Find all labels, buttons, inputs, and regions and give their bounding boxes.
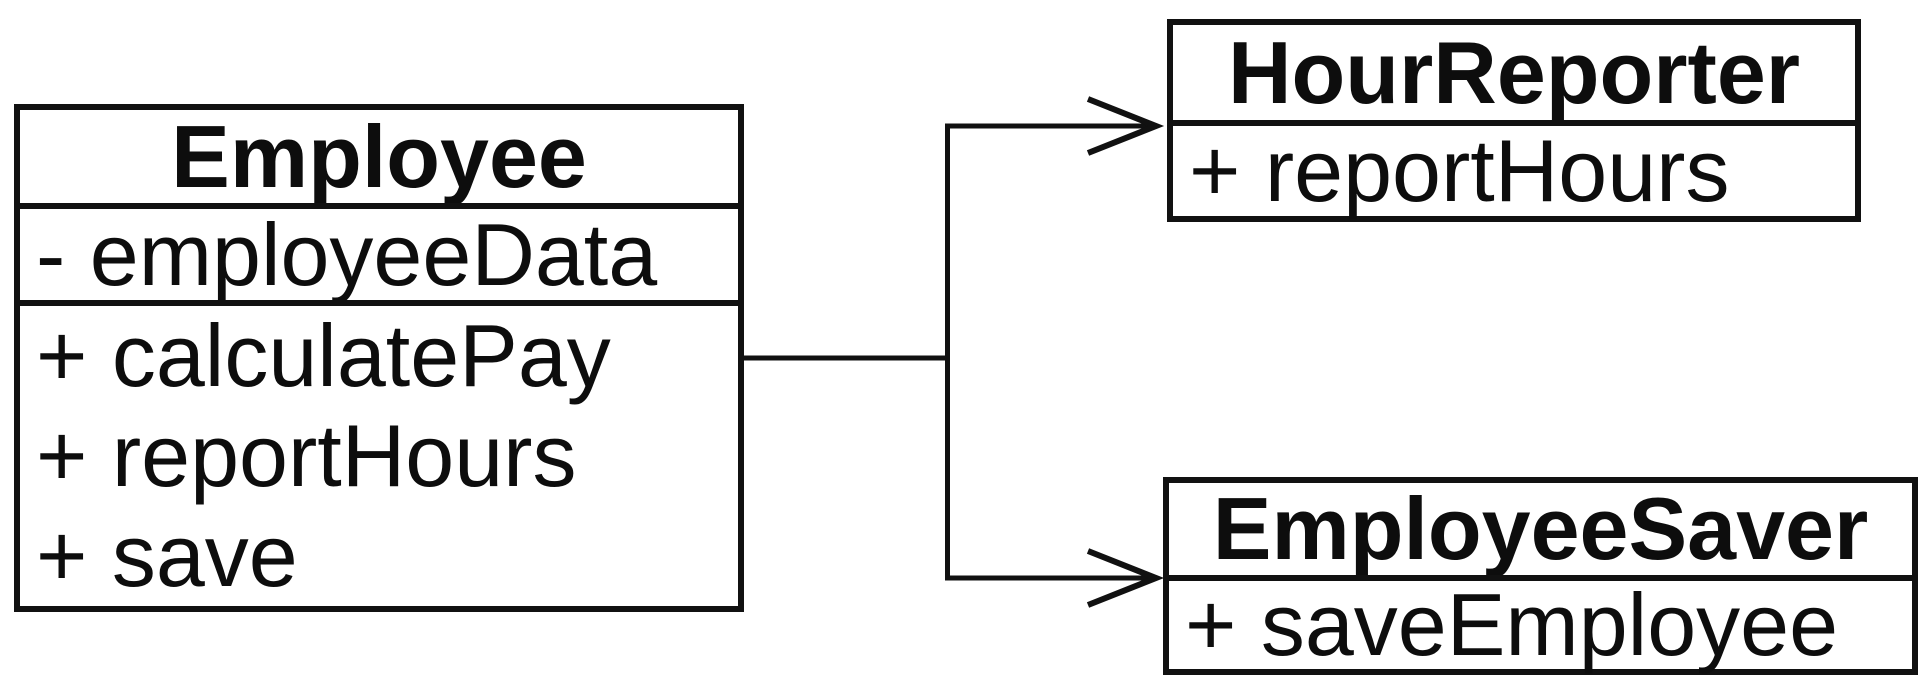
method-item: + reportHours	[1189, 121, 1730, 220]
method-item: + save	[36, 506, 298, 605]
methods-compartment-employee: + calculatePay + reportHours + save	[20, 300, 738, 606]
method-item: + saveEmployee	[1185, 575, 1839, 674]
class-box-employee: Employee - employeeData + calculatePay +…	[14, 104, 744, 612]
attributes-compartment-employee: - employeeData	[20, 203, 738, 300]
class-name-employee: Employee	[171, 106, 587, 206]
methods-compartment-employeesaver: + saveEmployee	[1169, 575, 1912, 669]
class-box-hourreporter: HourReporter + reportHours	[1167, 19, 1861, 222]
method-item: + calculatePay	[36, 306, 611, 405]
class-name-employeesaver: EmployeeSaver	[1212, 479, 1869, 578]
class-name-hourreporter: HourReporter	[1227, 22, 1801, 122]
attribute-item: - employeeData	[36, 204, 658, 304]
class-box-employeesaver: EmployeeSaver + saveEmployee	[1163, 477, 1918, 675]
method-item: + reportHours	[36, 406, 577, 505]
methods-compartment-hourreporter: + reportHours	[1173, 120, 1855, 216]
arrowhead-employeesaver-icon	[1086, 548, 1165, 608]
arrowhead-hourreporter-icon	[1086, 96, 1165, 156]
